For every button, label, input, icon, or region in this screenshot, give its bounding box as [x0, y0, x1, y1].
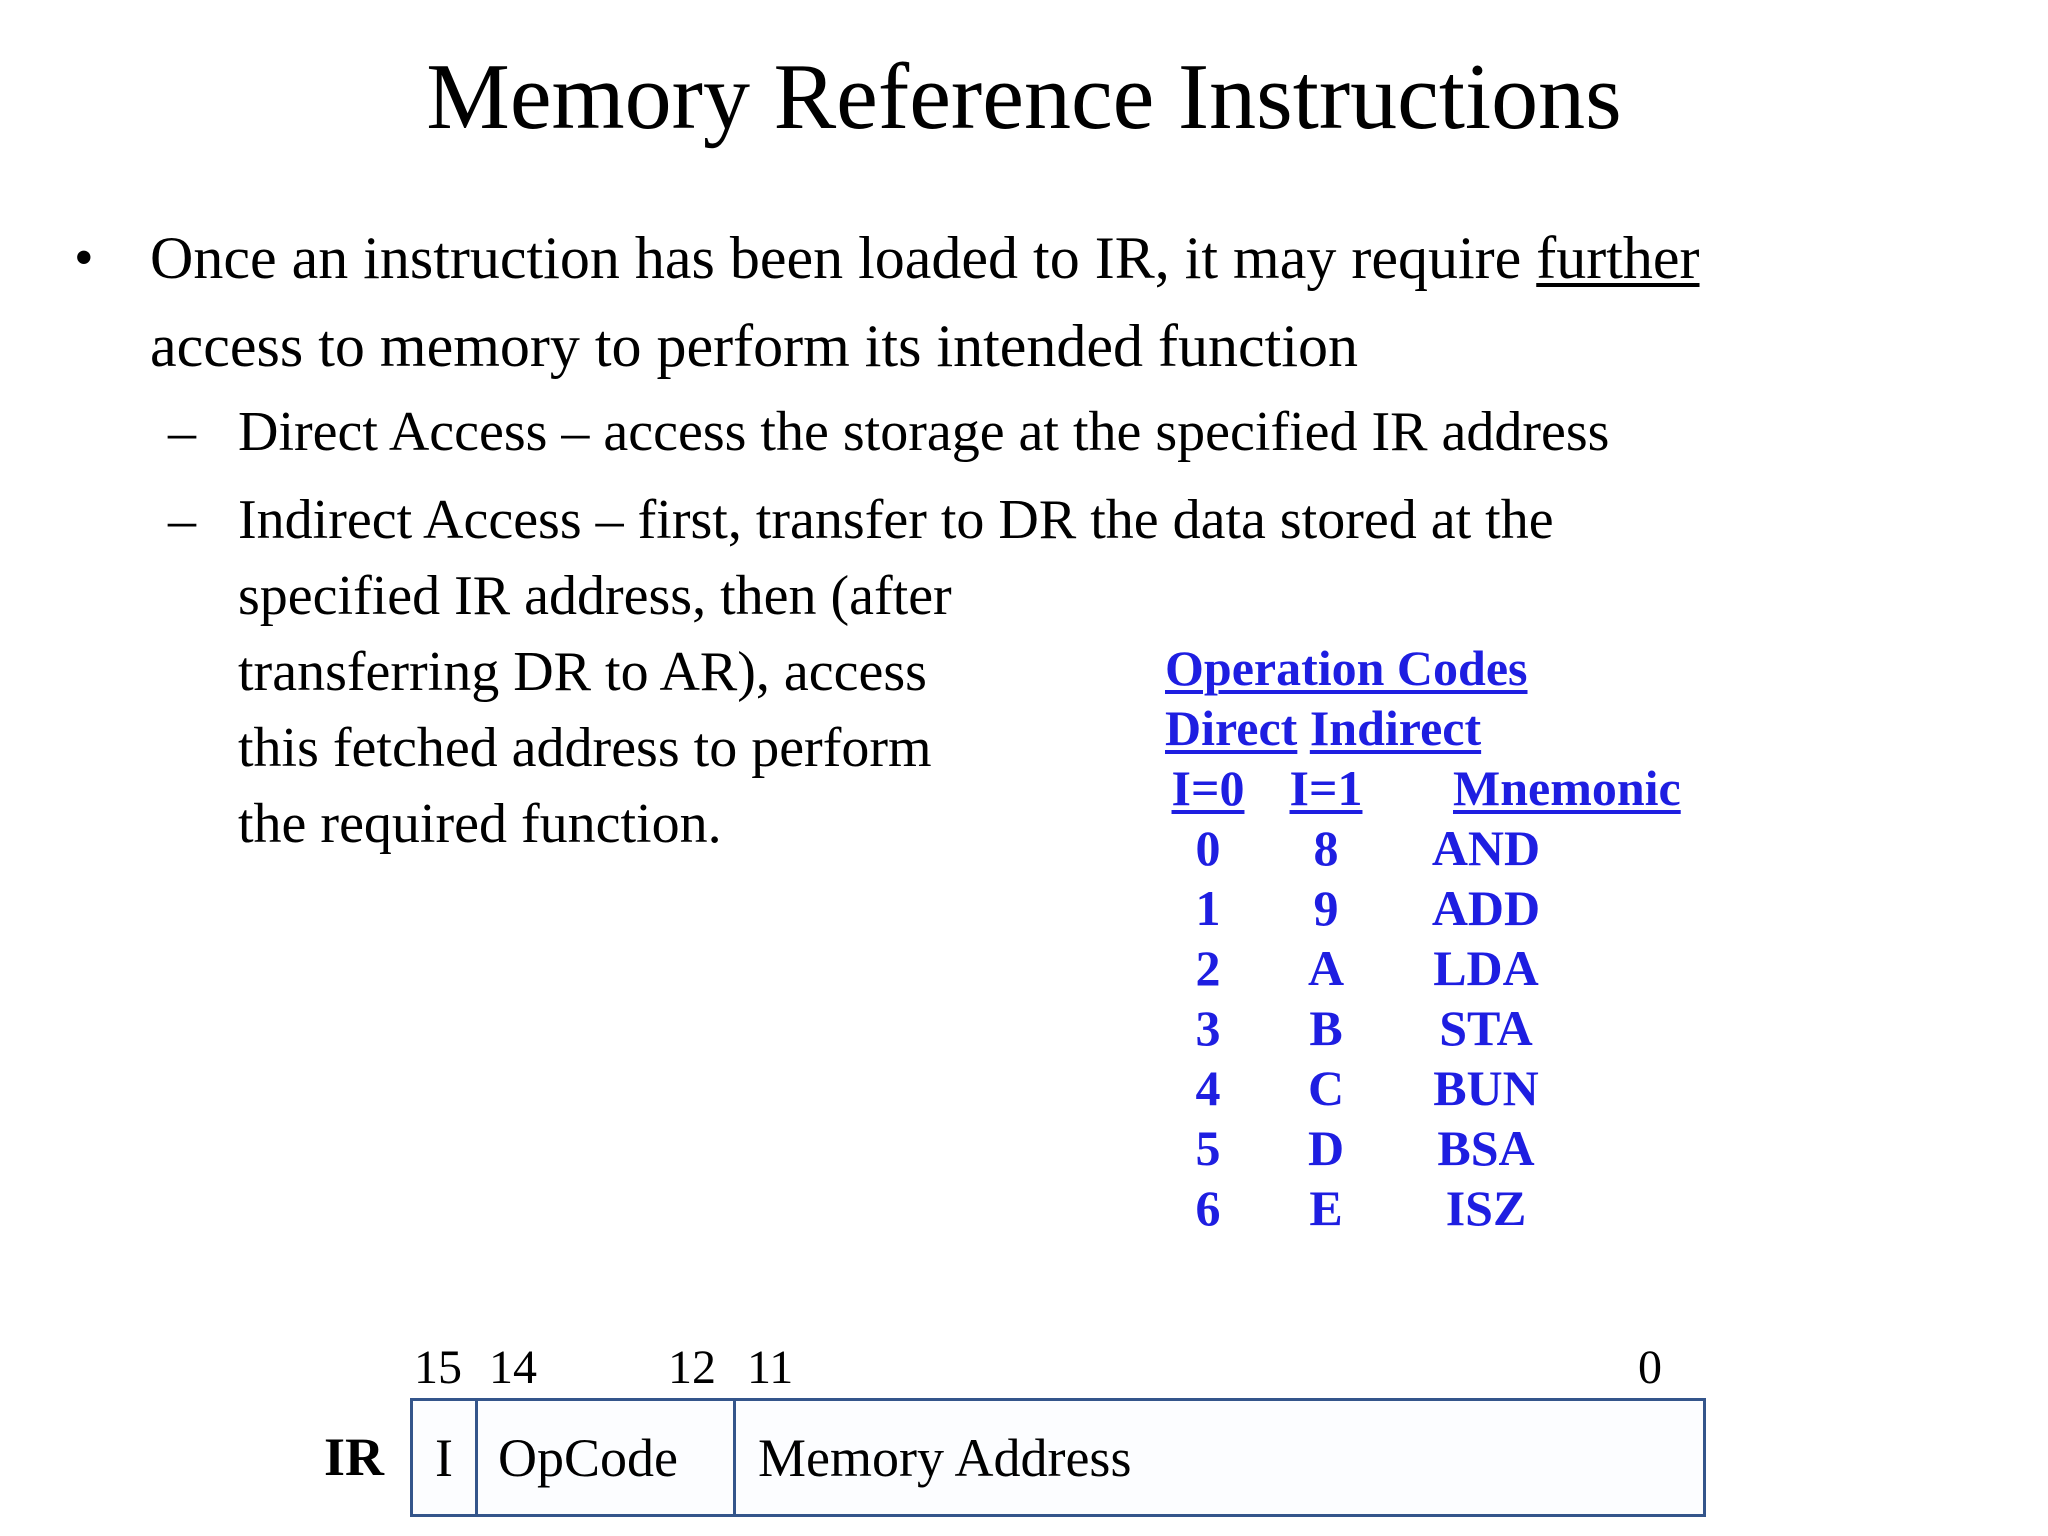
bullet-line-2: access to memory to perform its intended…: [150, 313, 1358, 379]
bullet-marker: •: [74, 227, 94, 289]
opcode-i1: A: [1307, 940, 1345, 996]
opcode-table-header-row: I=0 I=1 Mnemonic: [1165, 758, 1725, 818]
opcode-i0: 3: [1195, 1000, 1221, 1056]
opcode-row: 5 D BSA: [1165, 1118, 1725, 1178]
opcode-row: 3 B STA: [1165, 998, 1725, 1058]
opcode-row: 0 8 AND: [1165, 818, 1725, 878]
sub-bullet-marker-indirect: –: [168, 489, 196, 551]
opcode-table-title-row: Operation Codes: [1165, 638, 1725, 698]
sub-bullet-indirect-line-2: specified IR address, then (after: [238, 565, 952, 627]
opcode-header-i0: I=0: [1171, 760, 1245, 816]
opcode-mnemonic: BUN: [1433, 1060, 1539, 1116]
opcode-group-direct: Direct: [1165, 700, 1298, 756]
opcode-mnemonic: ADD: [1431, 880, 1541, 936]
opcode-group-indirect: Indirect: [1309, 700, 1482, 756]
opcode-i0: 6: [1195, 1180, 1221, 1236]
opcode-mnemonic: BSA: [1437, 1120, 1535, 1176]
register-field-opcode-label: OpCode: [498, 1427, 678, 1488]
bullet-line-1-underlined-word: further: [1536, 225, 1700, 291]
register-name-label: IR: [324, 1427, 385, 1487]
opcode-table-group-row: Direct Indirect: [1165, 698, 1725, 758]
opcode-i0: 0: [1195, 820, 1221, 876]
register-field-opcode: OpCode: [478, 1401, 736, 1514]
bullet-line-1-text: Once an instruction has been loaded to I…: [150, 225, 1537, 291]
opcode-i1: C: [1307, 1060, 1345, 1116]
opcode-header-mnemonic: Mnemonic: [1453, 760, 1681, 816]
opcode-i0: 1: [1195, 880, 1221, 936]
sub-bullet-direct-access: Direct Access – access the storage at th…: [238, 401, 1610, 463]
bit-label-15: 15: [414, 1341, 462, 1394]
opcode-row: 6 E ISZ: [1165, 1178, 1725, 1238]
sub-bullet-indirect-line-4: this fetched address to perform: [238, 717, 932, 779]
opcode-row: 4 C BUN: [1165, 1058, 1725, 1118]
opcode-i1: E: [1309, 1180, 1343, 1236]
sub-bullet-marker-direct: –: [168, 401, 196, 463]
bit-label-14: 14: [489, 1341, 537, 1394]
page-title: Memory Reference Instructions: [426, 45, 1622, 149]
register-field-memory-address: Memory Address: [736, 1401, 1703, 1514]
opcode-table-title: Operation Codes: [1165, 640, 1528, 696]
opcode-mnemonic: STA: [1439, 1000, 1533, 1056]
opcode-i0: 5: [1195, 1120, 1221, 1176]
sub-bullet-indirect-line-3: transferring DR to AR), access: [238, 641, 927, 703]
opcode-header-i1: I=1: [1289, 760, 1363, 816]
register-field-i-label: I: [435, 1427, 453, 1488]
register-field-i: I: [413, 1401, 478, 1514]
opcode-row: 2 A LDA: [1165, 938, 1725, 998]
bit-label-0: 0: [1638, 1341, 1662, 1394]
sub-bullet-indirect-line-1: Indirect Access – first, transfer to DR …: [238, 489, 1554, 551]
opcode-mnemonic: LDA: [1433, 940, 1539, 996]
bit-label-12: 12: [668, 1341, 716, 1394]
bullet-line-1: Once an instruction has been loaded to I…: [150, 228, 1700, 288]
opcode-i0: 2: [1195, 940, 1221, 996]
register-field-memory-address-label: Memory Address: [758, 1427, 1132, 1488]
opcode-mnemonic: AND: [1431, 820, 1541, 876]
opcode-i0: 4: [1195, 1060, 1221, 1116]
ir-register-box: I OpCode Memory Address: [410, 1398, 1706, 1517]
opcode-i1: 9: [1313, 880, 1339, 936]
opcode-i1: 8: [1313, 820, 1339, 876]
opcode-mnemonic: ISZ: [1445, 1180, 1527, 1236]
opcode-i1: D: [1307, 1120, 1345, 1176]
opcode-i1: B: [1309, 1000, 1343, 1056]
opcode-row: 1 9 ADD: [1165, 878, 1725, 938]
bit-label-11: 11: [747, 1341, 794, 1394]
sub-bullet-indirect-line-5: the required function.: [238, 793, 722, 855]
operation-codes-table: Operation Codes Direct Indirect I=0 I=1 …: [1165, 638, 1725, 1238]
